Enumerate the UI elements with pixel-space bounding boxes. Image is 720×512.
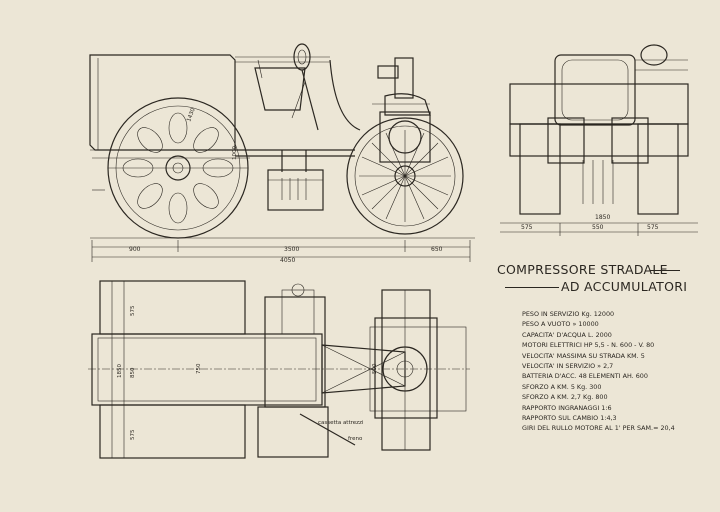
- spec-row: PESO A VUOTO » 10000: [522, 320, 599, 329]
- label-freno: freno: [348, 436, 363, 442]
- spec-row: MOTORI ELETTRICI HP 5,5 - N. 600 - V. 80: [522, 341, 655, 350]
- dim-side-total: 4050: [280, 257, 295, 264]
- spec-row: CAPACITA' D'ACQUA L. 2000: [522, 330, 612, 339]
- plan-view: 575 850 575 1850 750 500 cassetta attrez…: [88, 280, 470, 459]
- label-cassetta: cassetta attrezzi: [318, 420, 364, 426]
- title-rule-1: [650, 270, 680, 271]
- spec-row: RAPPORTO INGRANAGGI 1:6: [522, 403, 612, 412]
- dim-roller-rear: 1430: [186, 107, 197, 123]
- specs-list: PESO IN SERVIZIO Kg. 12000 PESO A VUOTO …: [522, 309, 675, 434]
- spec-row: RAPPORTO SUL CAMBIO 1:4,3: [522, 413, 617, 422]
- dim-side-wheelbase: 3500: [284, 246, 299, 253]
- spec-row: VELOCITA' MASSIMA SU STRADA KM. 5: [522, 351, 645, 360]
- dim-front-total: 1850: [595, 214, 610, 221]
- front-view: 575 550 575 1850: [500, 44, 698, 236]
- dim-front-left: 575: [521, 224, 533, 231]
- dim-side-front: 900: [129, 246, 141, 253]
- dim-plan-bottom: 575: [130, 429, 136, 440]
- dim-front-right: 575: [647, 224, 659, 231]
- title-rule-2: [505, 287, 559, 288]
- spec-row: SFORZO A KM. 5 Kg. 300: [522, 382, 602, 391]
- dim-plan-500: 500: [372, 363, 378, 374]
- dim-side-rear: 650: [431, 246, 443, 253]
- dim-roller-front: 1000: [232, 146, 238, 160]
- title-line-1: COMPRESSORE STRADALE: [497, 262, 668, 277]
- spec-row: VELOCITA' IN SERVIZIO » 2,7: [522, 361, 614, 370]
- dim-front-mid: 550: [592, 224, 604, 231]
- side-view: 900 3500 650 4050 1430 1000: [89, 43, 475, 264]
- spec-row: PESO IN SERVIZIO Kg. 12000: [522, 310, 615, 318]
- dim-plan-750: 750: [196, 363, 202, 374]
- dim-plan-top: 575: [130, 305, 136, 316]
- dim-plan-mid: 850: [130, 367, 136, 378]
- spec-row: SFORZO A KM. 2,7 Kg. 800: [522, 393, 608, 402]
- title-line-2: AD ACCUMULATORI: [561, 279, 688, 294]
- spec-row: GIRI DEL RULLO MOTORE AL 1' PER SAM.= 20…: [522, 424, 675, 433]
- spec-row: BATTERIA D'ACC. 48 ELEMENTI AH. 600: [522, 372, 648, 381]
- dim-plan-total: 1850: [117, 364, 123, 378]
